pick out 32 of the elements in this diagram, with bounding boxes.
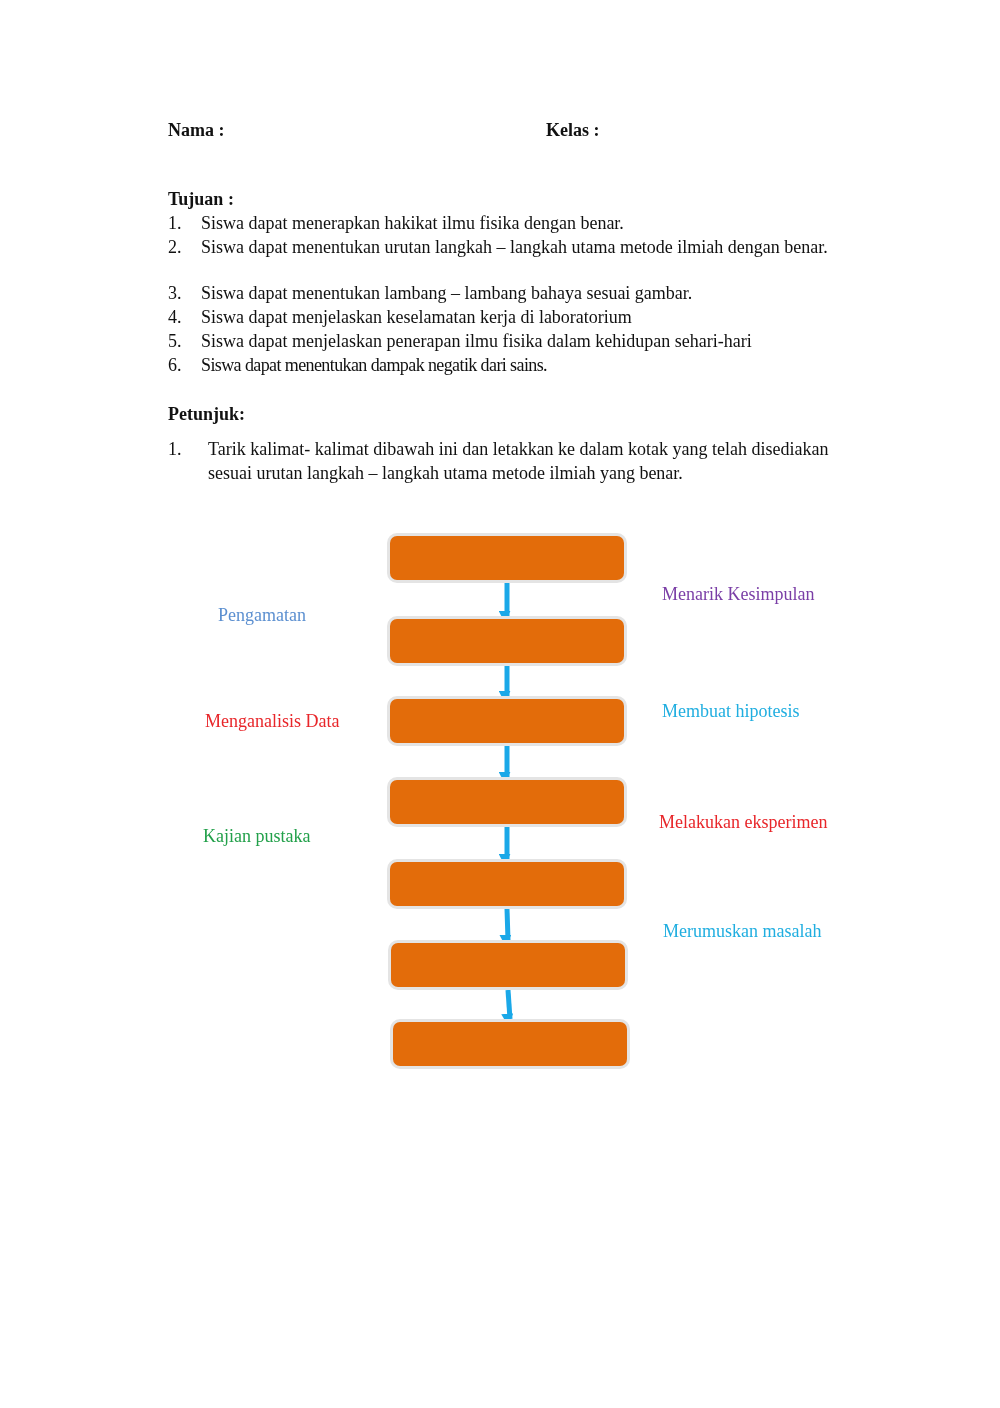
step-option: Kajian pustaka: [203, 824, 311, 848]
section-heading: Petunjuk:: [168, 403, 245, 426]
step-option: Menarik Kesimpulan: [662, 582, 815, 606]
objective-text: Siswa dapat menentukan lambang – lambang bahaya sesuai gambar.: [201, 282, 694, 305]
list-number: 2.: [168, 236, 182, 259]
list-number: 6.: [168, 354, 182, 377]
step-option: Menganalisis Data: [205, 709, 340, 733]
objective-text: Siswa dapat menentukan dampak negatik dari sains.: [201, 354, 548, 377]
list-number: 4.: [168, 306, 182, 329]
empty-answer-box: [390, 780, 624, 824]
empty-answer-box: [391, 943, 625, 987]
empty-answer-box: [390, 536, 624, 580]
list-number: 1.: [168, 438, 182, 461]
objective-text: Siswa dapat menentukan urutan langkah – langkah utama metode ilmiah dengan benar.: [201, 236, 829, 259]
section-heading: Tujuan :: [168, 188, 234, 211]
objective-text: Siswa dapat menjelaskan keselamatan kerja di laboratorium: [201, 306, 633, 329]
name-field-label: Nama :: [168, 119, 225, 142]
empty-answer-box: [390, 862, 624, 906]
objective-text: Siswa dapat menerapkan hakikat ilmu fisika dengan benar.: [201, 212, 625, 235]
empty-answer-box: [390, 619, 624, 663]
instruction-text: Tarik kalimat- kalimat dibawah ini dan letakkan ke dalam kotak yang telah disediakan sesuai urutan langkah – langkah utama metode ilmiah yang benar.: [208, 438, 830, 485]
list-number: 3.: [168, 282, 182, 305]
list-number: 5.: [168, 330, 182, 353]
empty-answer-box: [390, 699, 624, 743]
objective-text: Siswa dapat menjelaskan penerapan ilmu fisika dalam kehidupan sehari-hari: [201, 330, 753, 353]
step-option: Melakukan eksperimen: [659, 810, 828, 834]
list-number: 1.: [168, 212, 182, 235]
step-option: Pengamatan: [218, 603, 306, 627]
step-option: Merumuskan masalah: [663, 919, 822, 943]
empty-answer-box: [393, 1022, 627, 1066]
step-option: Membuat hipotesis: [662, 699, 800, 723]
class-field-label: Kelas :: [546, 119, 600, 142]
